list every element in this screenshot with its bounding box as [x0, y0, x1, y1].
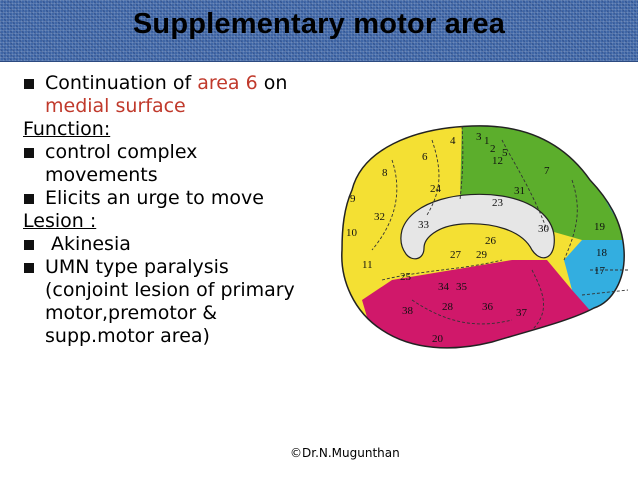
corpus-callosum	[400, 193, 555, 260]
region-boundaries	[371, 125, 628, 331]
svg-text:17: 17	[594, 265, 606, 277]
bullet-item: Continuation of area 6 on medial surface	[22, 72, 327, 118]
svg-text:31: 31	[514, 185, 525, 197]
heading-row: Lesion :	[22, 210, 327, 233]
slide-title: Supplementary motor area	[132, 8, 506, 40]
highlight-medial-surface: medial surface	[45, 95, 186, 117]
svg-text:25: 25	[400, 271, 412, 283]
bullet-square-icon	[24, 194, 34, 204]
bullet-square-icon	[24, 148, 34, 158]
svg-text:9: 9	[350, 193, 356, 205]
svg-text:18: 18	[596, 247, 608, 259]
bullet-square-icon	[24, 79, 34, 89]
svg-text:3: 3	[476, 131, 482, 143]
svg-text:11: 11	[362, 259, 373, 271]
svg-text:26: 26	[485, 235, 497, 247]
bullet-text: movements	[45, 164, 158, 186]
cyan-occipital-region	[564, 180, 625, 320]
svg-text:2: 2	[490, 143, 496, 155]
svg-text:28: 28	[442, 301, 454, 313]
svg-text:7: 7	[544, 165, 550, 177]
svg-text:1: 1	[484, 135, 490, 147]
svg-text:6: 6	[422, 151, 428, 163]
bullet-text: supp.motor area)	[45, 325, 210, 347]
svg-text:24: 24	[430, 183, 442, 195]
bullet-square-icon	[24, 263, 34, 273]
bullet-text: control complex	[45, 141, 198, 163]
bullet-text: (conjoint lesion of primary	[45, 279, 295, 301]
bullet-item: UMN type paralysis (conjoint lesion of p…	[22, 256, 327, 348]
svg-text:38: 38	[402, 305, 414, 317]
heading-row: Function:	[22, 118, 327, 141]
svg-text:27: 27	[450, 249, 462, 261]
function-heading: Function:	[23, 118, 111, 140]
svg-text:33: 33	[418, 219, 430, 231]
svg-text:12: 12	[492, 155, 503, 167]
brain-outline	[341, 125, 625, 349]
svg-text:5: 5	[502, 147, 508, 159]
bullet-square-icon	[24, 240, 34, 250]
svg-text:32: 32	[374, 211, 385, 223]
svg-text:37: 37	[516, 307, 528, 319]
bullet-item: control complex movements	[22, 141, 327, 187]
bullet-text: Akinesia	[45, 233, 131, 255]
bullet-text: Continuation of	[45, 72, 198, 94]
svg-text:8: 8	[382, 167, 388, 179]
bullet-text: UMN type paralysis	[45, 256, 229, 278]
svg-text:4: 4	[450, 135, 456, 147]
copyright-credit: ©Dr.N.Mugunthan	[290, 446, 400, 460]
svg-text:35: 35	[456, 281, 468, 293]
bullet-item: Akinesia	[22, 233, 327, 256]
lesion-heading: Lesion :	[23, 210, 97, 232]
svg-text:30: 30	[538, 223, 550, 235]
title-bar: Supplementary motor area	[0, 0, 638, 62]
svg-text:10: 10	[346, 227, 358, 239]
bullet-item: Elicits an urge to move	[22, 187, 327, 210]
bullet-text: Elicits an urge to move	[45, 187, 264, 209]
svg-text:34: 34	[438, 281, 450, 293]
svg-text:23: 23	[492, 197, 504, 209]
bullet-list: Continuation of area 6 on medial surface…	[22, 72, 327, 348]
svg-text:29: 29	[476, 249, 488, 261]
svg-text:36: 36	[482, 301, 494, 313]
svg-text:19: 19	[594, 221, 606, 233]
highlight-area-6: area 6	[197, 72, 258, 94]
bullet-text: on	[257, 72, 288, 94]
bullet-text: motor,premotor &	[45, 302, 218, 324]
svg-text:20: 20	[432, 333, 444, 345]
